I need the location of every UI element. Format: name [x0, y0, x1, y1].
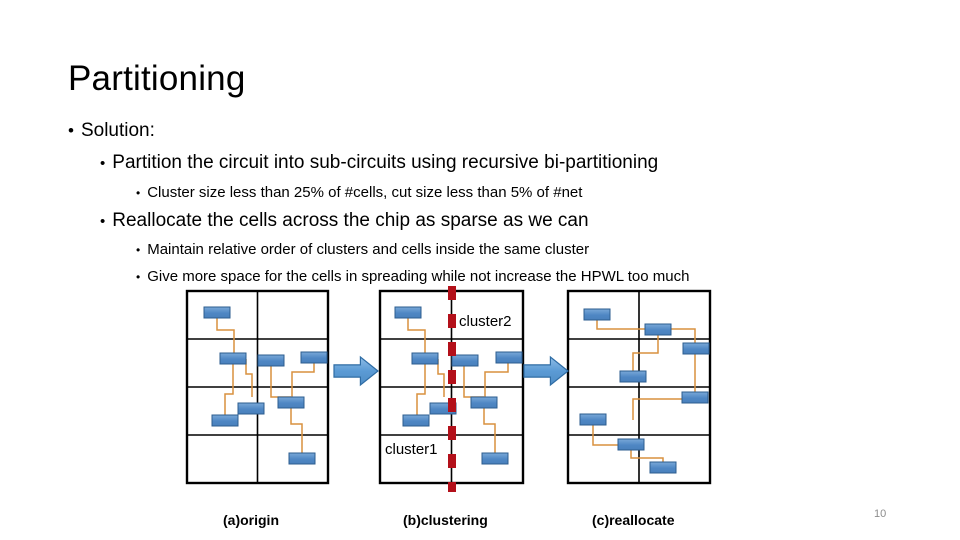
standard-cell: [682, 342, 710, 355]
net-wire: [290, 408, 303, 453]
standard-cell: [237, 402, 265, 415]
bullet-marker-icon: •: [136, 270, 141, 284]
standard-cell: [681, 391, 709, 404]
page-number: 10: [874, 508, 887, 520]
bullet-give-more-space: • Give more space for the cells in sprea…: [136, 268, 689, 285]
standard-cell: [288, 452, 316, 465]
standard-cell: [579, 413, 607, 426]
bullet-marker-icon: •: [136, 243, 141, 257]
net-wire: [224, 364, 234, 415]
net-wire: [245, 359, 253, 397]
standard-cell: [277, 396, 305, 409]
net-wire: [592, 425, 631, 446]
bullet-text: Give more space for the cells in spreadi…: [147, 268, 690, 285]
standard-cell: [451, 354, 479, 367]
bullet-text: Cluster size less than 25% of #cells, cu…: [147, 184, 583, 201]
net-wire: [270, 361, 291, 398]
standard-cell: [470, 396, 498, 409]
standard-cell: [429, 402, 457, 415]
net-wire: [484, 358, 509, 398]
panel-border-reallocate: [566, 289, 712, 485]
net-wire: [437, 359, 445, 397]
transition-arrow-1: [333, 355, 379, 387]
standard-cell: [394, 306, 422, 319]
bullet-text: Maintain relative order of clusters and …: [147, 241, 590, 258]
bullet-text: Partition the circuit into sub-circuits …: [112, 152, 659, 173]
standard-cell: [617, 438, 645, 451]
bullet-partition: • Partition the circuit into sub-circuit…: [100, 152, 658, 174]
standard-cell: [211, 414, 239, 427]
bullet-marker-icon: •: [100, 155, 106, 172]
net-wire: [216, 318, 235, 359]
standard-cell: [402, 414, 430, 427]
bullet-reallocate: • Reallocate the cells across the chip a…: [100, 210, 589, 232]
net-wire: [291, 358, 315, 398]
net-wire: [483, 408, 496, 453]
bullet-text: Solution:: [80, 120, 155, 141]
transition-arrow-2: [523, 355, 569, 387]
panel-origin: [185, 289, 330, 485]
panel-border-origin: [185, 289, 330, 485]
net-wire: [407, 318, 426, 359]
net-wire: [596, 320, 658, 330]
standard-cell: [411, 352, 439, 365]
net-wire: [416, 364, 426, 415]
standard-cell: [649, 461, 677, 474]
bullet-marker-icon: •: [100, 213, 106, 230]
standard-cell: [583, 308, 611, 321]
standard-cell: [300, 351, 328, 364]
page-title: Partitioning: [68, 59, 246, 98]
net-wire: [630, 450, 664, 462]
panel-caption-clustering: (b)clustering: [403, 512, 488, 528]
standard-cell: [481, 452, 509, 465]
standard-cell: [257, 354, 285, 367]
bullet-maintain-order: • Maintain relative order of clusters an…: [136, 241, 589, 258]
panel-caption-reallocate: (c)reallocate: [592, 512, 675, 528]
standard-cell: [219, 352, 247, 365]
bullet-text: Reallocate the cells across the chip as …: [112, 210, 589, 231]
cluster1-label: cluster1: [385, 441, 438, 458]
panel-caption-origin: (a)origin: [223, 512, 279, 528]
panel-reallocate: [566, 289, 712, 485]
standard-cell: [619, 370, 647, 383]
net-wire: [632, 335, 659, 371]
bullet-solution: • Solution:: [68, 120, 155, 142]
standard-cell: [203, 306, 231, 319]
standard-cell: [495, 351, 523, 364]
bullet-cluster-size: • Cluster size less than 25% of #cells, …: [136, 184, 582, 201]
net-wire: [671, 328, 696, 343]
bullet-marker-icon: •: [68, 121, 74, 140]
net-wire: [463, 361, 484, 398]
bullet-marker-icon: •: [136, 186, 141, 200]
net-wire: [632, 354, 696, 420]
standard-cell: [644, 323, 672, 336]
cluster2-label: cluster2: [459, 313, 512, 330]
